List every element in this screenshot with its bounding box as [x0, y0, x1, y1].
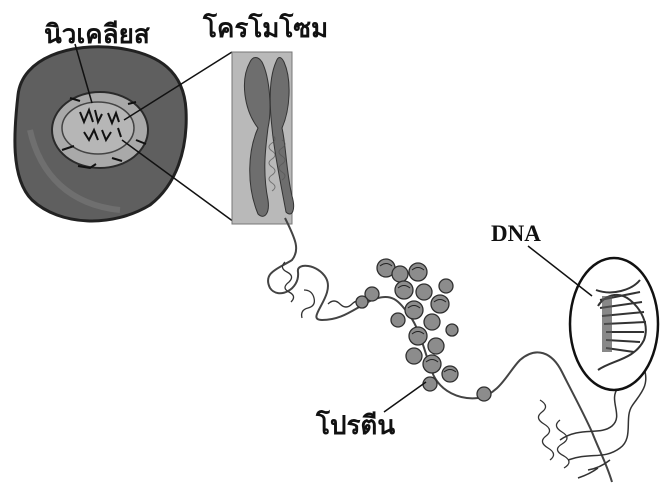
- dna-bases-shading: [602, 296, 612, 352]
- nucleosomes: [356, 259, 491, 401]
- protein-label: โปรตีน: [316, 405, 395, 446]
- chromosome-label: โครโมโซม: [203, 8, 328, 49]
- dna-leader: [528, 246, 592, 296]
- dna-label: DNA: [491, 221, 541, 247]
- nucleus-label: นิวเคลียส: [44, 14, 150, 55]
